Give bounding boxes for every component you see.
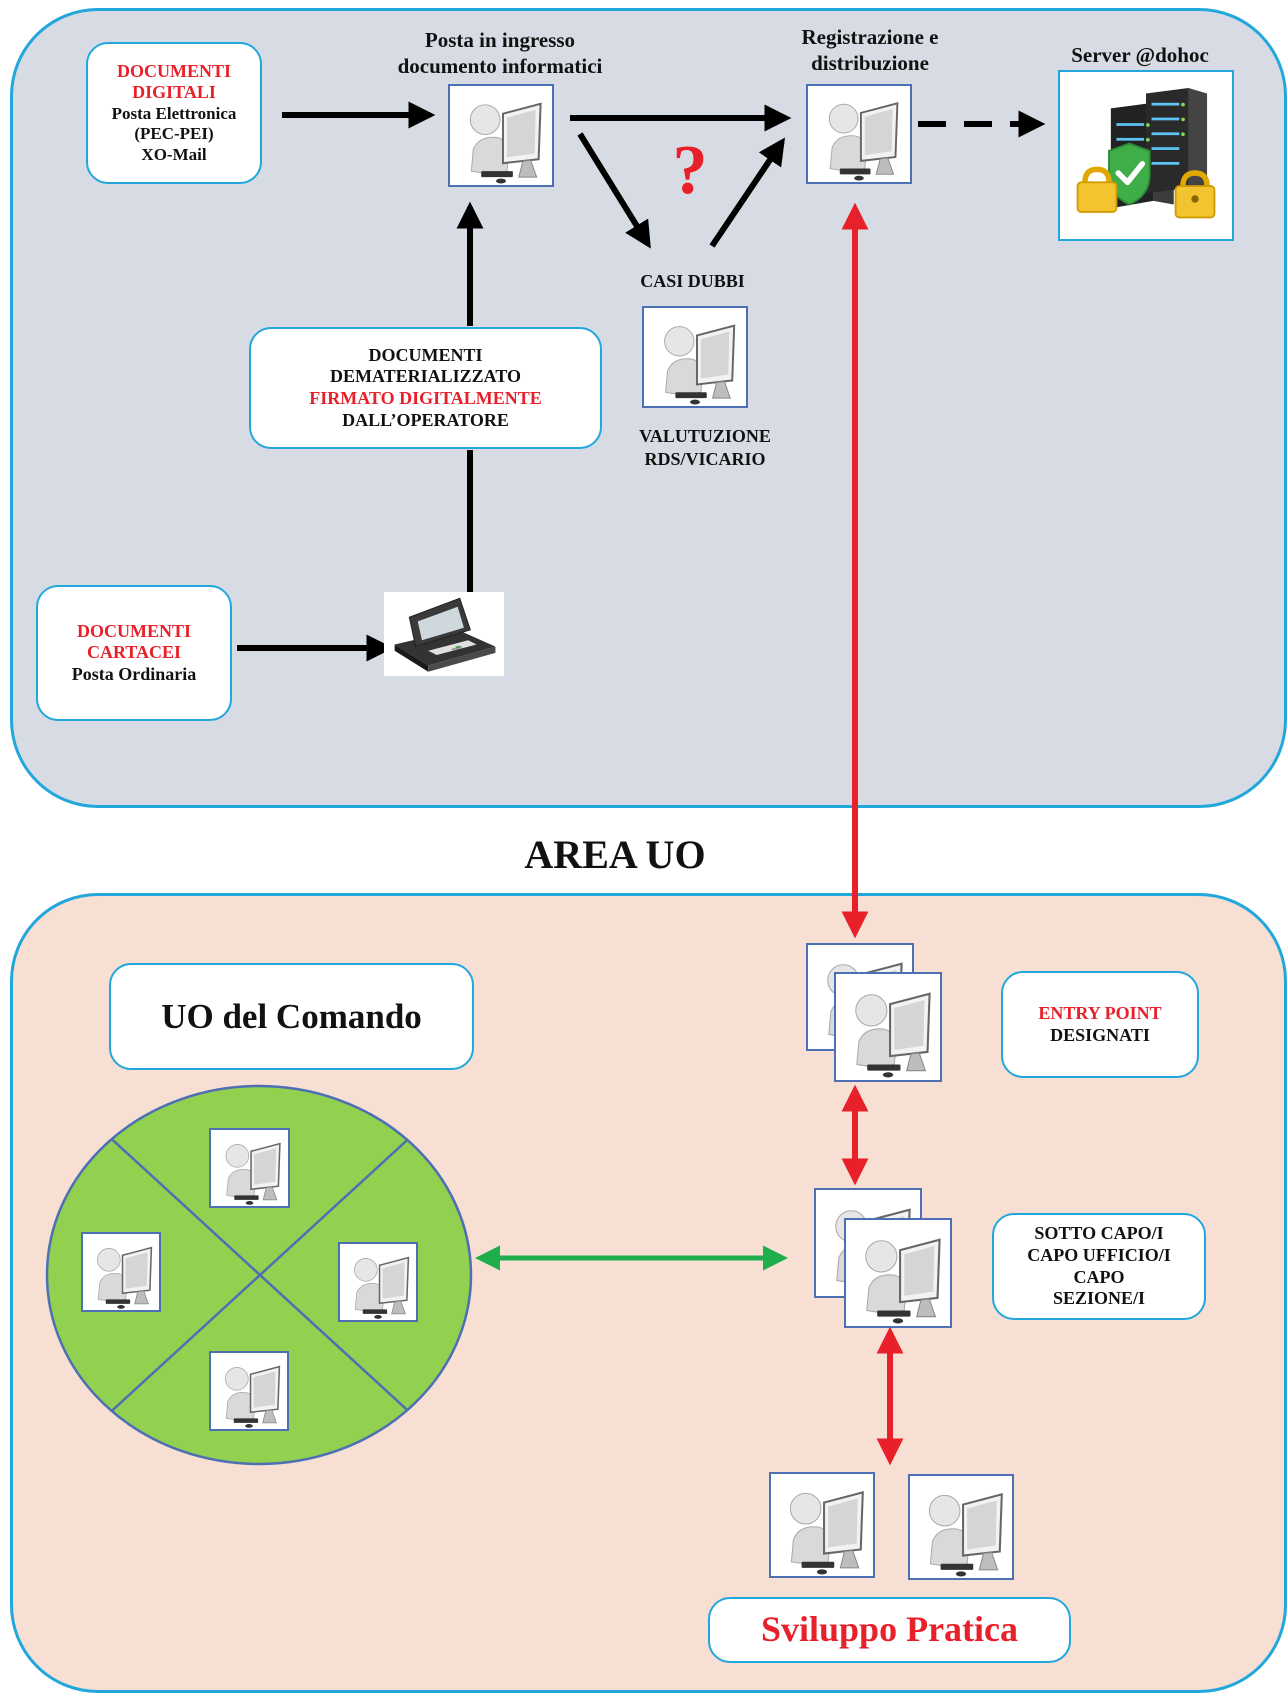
uo-workstation-right-icon: [338, 1242, 418, 1322]
chiefs-line1: SOTTO CAPO/I: [1034, 1223, 1164, 1244]
arrow-doubts-to-registration: [709, 137, 786, 248]
paper-documents-title-line2: CARTACEI: [86, 642, 182, 663]
development-workstation-left-icon: [769, 1472, 875, 1578]
dematerialized-line3: FIRMATO DIGITALMENTE: [309, 388, 542, 408]
server-label: Server @dohoc: [1071, 43, 1209, 67]
development-label: Sviluppo Pratica: [760, 1609, 1019, 1650]
dematerialized-line2: DEMATERIALIZZATO: [329, 366, 522, 387]
development-workstation-right-icon: [908, 1474, 1014, 1580]
entry-point-workstation-front-icon: [834, 972, 942, 1082]
incoming-workstation-icon: [448, 84, 554, 187]
doubtful-cases-label: CASI DUBBI: [640, 271, 745, 291]
registration-label-line2: distribuzione: [811, 51, 929, 76]
doubtful-cases-workstation-icon: [642, 306, 748, 408]
chiefs-line4: SEZIONE/I: [1052, 1288, 1146, 1309]
uo-workstation-left-icon: [81, 1232, 161, 1312]
digital-documents-title-line2: DIGITALI: [132, 82, 216, 103]
digital-documents-line1: Posta Elettronica: [111, 104, 237, 123]
uo-command-label: UO del Comando: [161, 996, 422, 1036]
paper-documents-line1: Posta Ordinaria: [71, 663, 197, 684]
dematerialized-line1: DOCUMENTI: [368, 344, 483, 365]
area-uo-label: AREA UO: [524, 832, 706, 877]
server-box: [1058, 70, 1234, 241]
scanner-icon: [384, 592, 504, 676]
chiefs-workstation-front-icon: [844, 1218, 952, 1328]
paper-documents-title-line1: DOCUMENTI: [76, 620, 191, 641]
paper-documents-title: DOCUMENTI CARTACEI: [77, 621, 191, 664]
digital-documents-title-line1: DOCUMENTI: [116, 60, 231, 81]
incoming-mail-label-line1: Posta in ingresso: [424, 28, 576, 52]
registration-label: Registrazione e distribuzione: [745, 24, 995, 77]
evaluation-label-line2: RDS/VICARIO: [644, 448, 766, 469]
digital-documents-title: DOCUMENTI DIGITALI: [117, 61, 231, 104]
entry-point-line2: DESIGNATI: [1050, 1024, 1150, 1045]
server-icon: [1072, 84, 1220, 227]
registration-label-line1: Registrazione e: [801, 25, 939, 49]
evaluation-label-line1: VALUTUZIONE: [639, 426, 771, 446]
doubt-question-mark: ?: [672, 132, 708, 209]
paper-documents-box: DOCUMENTI CARTACEI Posta Ordinaria: [36, 585, 232, 721]
uo-workstation-top-icon: [209, 1128, 290, 1208]
entry-point-box: ENTRY POINT DESIGNATI: [1001, 971, 1199, 1078]
entry-point-line1: ENTRY POINT: [1038, 1002, 1162, 1023]
registration-workstation-icon: [806, 84, 912, 184]
incoming-mail-label: Posta in ingresso documento informatici: [350, 27, 650, 80]
digital-documents-box: DOCUMENTI DIGITALI Posta Elettronica (PE…: [86, 42, 262, 184]
dematerialized-line4: DALL’OPERATORE: [342, 409, 509, 430]
chiefs-line3: CAPO: [1073, 1266, 1125, 1287]
arrow-incoming-to-doubts: [577, 132, 651, 249]
dematerialized-documents-box: DOCUMENTI DEMATERIALIZZATO FIRMATO DIGIT…: [249, 327, 602, 449]
digital-documents-line2: (PEC-PEI): [134, 124, 214, 144]
evaluation-label: VALUTUZIONE RDS/VICARIO: [605, 425, 805, 470]
chiefs-line2: CAPO UFFICIO/I: [1027, 1244, 1171, 1265]
digital-documents-line3: XO-Mail: [141, 144, 207, 164]
uo-command-box: UO del Comando: [109, 963, 474, 1070]
development-box: Sviluppo Pratica: [708, 1597, 1071, 1663]
uo-workstation-bottom-icon: [209, 1351, 289, 1431]
chiefs-box: SOTTO CAPO/I CAPO UFFICIO/I CAPO SEZIONE…: [992, 1213, 1206, 1320]
incoming-mail-label-line2: documento informatici: [397, 54, 603, 79]
